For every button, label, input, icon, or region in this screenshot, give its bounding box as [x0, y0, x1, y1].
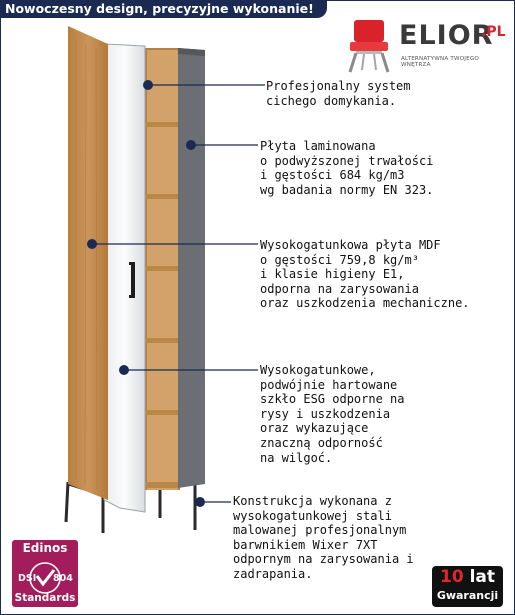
warranty-badge: 10 lat Gwarancji	[432, 566, 503, 607]
warranty-years-unit: lat	[469, 567, 496, 587]
logo-wordmark: ELIOR	[399, 20, 494, 51]
elior-logo[interactable]: ELIOR .PL ALTERNATYWNA TWOJEGO WNĘTRZA	[342, 18, 507, 74]
callout-mdf: Wysokogatunkowa płyta MDF o gęstości 759…	[260, 238, 470, 311]
callout-dots	[87, 80, 205, 507]
edinos-number: 804	[53, 573, 73, 584]
edinos-standards: Standards	[14, 592, 76, 604]
warranty-years: 10 lat	[432, 567, 503, 587]
door-handle	[131, 262, 135, 298]
warranty-label: Gwarancji	[436, 589, 499, 602]
callout-laminate: Płyta laminowana o podwyższonej trwałośc…	[260, 139, 434, 197]
edinos-emblem-icon	[29, 562, 61, 594]
edinos-badge: Edinos DSI 804 Standards	[12, 540, 78, 607]
callout-soft-close: Profesjonalny system cichego domykania.	[266, 79, 411, 108]
oak-door	[68, 26, 108, 500]
shelves	[145, 122, 180, 488]
grey-side-panel	[178, 48, 205, 488]
callout-lines	[92, 84, 265, 503]
edinos-dsi: DSI	[18, 573, 37, 584]
logo-tagline: ALTERNATYWNA TWOJEGO WNĘTRZA	[401, 56, 480, 68]
logo-suffix: .PL	[481, 24, 506, 40]
mirror-door	[103, 43, 146, 513]
callout-glass: Wysokogatunkowe, podwójnie hartowane szk…	[260, 363, 405, 465]
warranty-years-number: 10	[439, 567, 464, 587]
callout-steel: Konstrukcja wykonana z wysokogatunkowej …	[233, 494, 414, 581]
edinos-title: Edinos	[22, 541, 68, 555]
red-chair-icon	[348, 20, 390, 73]
headline-banner: Nowoczesny design, precyzyjne wykonanie!	[0, 0, 327, 18]
